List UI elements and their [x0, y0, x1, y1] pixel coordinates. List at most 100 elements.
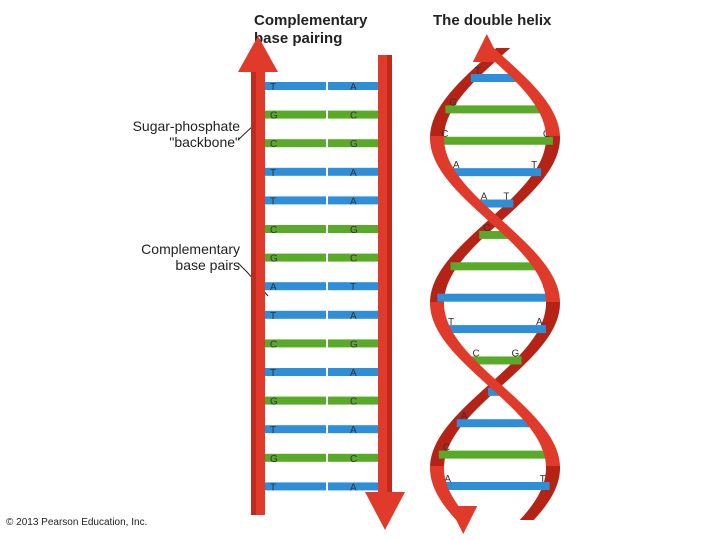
base-letter-right: C: [350, 111, 357, 122]
base-letter-left: T: [270, 311, 276, 322]
base-letter-right: A: [350, 82, 357, 93]
base-right: [328, 225, 382, 233]
copyright-notice: © 2013 Pearson Education, Inc.: [6, 517, 148, 528]
helix-letter-left: C: [441, 129, 448, 140]
helix-letter-left: A: [461, 411, 468, 422]
helix-base-left: [440, 482, 495, 490]
base-left: [262, 310, 326, 319]
helix-base-left: [444, 325, 495, 334]
base-letter-right: A: [350, 311, 357, 322]
base-right: [328, 396, 382, 405]
helix-base-left: [487, 387, 495, 396]
ladder-backbone-left: [238, 36, 278, 515]
base-left: [262, 139, 326, 148]
base-letter-right: A: [350, 196, 357, 207]
base-left: [262, 396, 326, 405]
base-left: [262, 110, 326, 119]
base-letter-left: T: [270, 168, 276, 179]
base-letter-left: G: [270, 111, 278, 122]
base-left: [262, 339, 326, 348]
base-letter-left: C: [270, 139, 277, 150]
helix-base-left: [468, 356, 495, 365]
base-letter-left: G: [270, 254, 278, 265]
helix-letter-right: G: [512, 348, 520, 359]
base-letter-right: T: [350, 282, 356, 293]
base-right: [328, 253, 382, 262]
base-left: [262, 425, 326, 434]
base-letter-right: C: [350, 454, 357, 465]
base-right: [328, 482, 382, 491]
helix-base-right: [495, 325, 546, 334]
helix-letter-left: T: [475, 66, 481, 77]
helix-base-left: [456, 419, 495, 428]
helix-base-right: [495, 262, 540, 271]
helix-backbone-segment: [479, 48, 560, 136]
base-left: [262, 253, 326, 262]
helix-letter-left: A: [481, 192, 488, 203]
base-right: [328, 453, 382, 462]
helix-backbone-segment: [430, 302, 560, 466]
helix-base-right: [495, 450, 552, 459]
base-letter-left: T: [270, 368, 276, 379]
base-right: [328, 310, 382, 319]
helix-base-left: [437, 293, 495, 302]
base-letter-left: C: [270, 339, 277, 350]
helix-letter-left: T: [448, 317, 454, 328]
base-letter-right: G: [350, 139, 358, 150]
base-left: [262, 482, 326, 491]
base-letter-left: G: [270, 397, 278, 408]
helix-letter-right: A: [536, 317, 543, 328]
base-right: [328, 368, 382, 376]
helix-backbone-segment: [430, 466, 471, 520]
base-letter-right: A: [350, 425, 357, 436]
ladder-backbone-right: [365, 55, 405, 530]
base-right: [328, 82, 382, 90]
helix-base-left: [438, 450, 495, 459]
base-left: [262, 282, 326, 291]
helix-letter-left: A: [444, 474, 451, 485]
helix-base-right: [495, 199, 514, 208]
helix-base-right: [495, 230, 511, 239]
helix-base-right: [495, 168, 542, 177]
base-letter-left: T: [270, 425, 276, 436]
helix-front-strand: [430, 34, 560, 534]
helix-letter-left: C: [443, 443, 450, 454]
helix-base-right: [495, 105, 545, 114]
base-right: [328, 425, 382, 434]
helix-arrowhead-top: [472, 34, 501, 62]
base-letter-left: T: [270, 196, 276, 207]
base-left: [262, 196, 326, 205]
helix-letter-left: C: [483, 223, 490, 234]
base-left: [262, 225, 326, 233]
base-left: [262, 368, 326, 376]
helix-base-pair: T: [437, 286, 553, 302]
helix-letter-left: C: [472, 348, 479, 359]
helix-letter-left: A: [453, 160, 460, 171]
diagram-title-left: Complementary base pairing: [254, 12, 368, 47]
helix-base-pair: G: [445, 97, 545, 114]
base-right: [328, 339, 382, 348]
label-base-pairs: Complementary base pairs: [141, 241, 240, 273]
base-letter-right: A: [350, 168, 357, 179]
base-right: [328, 167, 382, 176]
helix-base-left: [479, 230, 495, 239]
helix-letter-right: T: [540, 474, 546, 485]
base-right: [328, 282, 382, 291]
helix-base-right: [495, 74, 520, 82]
helix-base-right: [495, 356, 522, 365]
helix-base-right: [495, 419, 534, 428]
